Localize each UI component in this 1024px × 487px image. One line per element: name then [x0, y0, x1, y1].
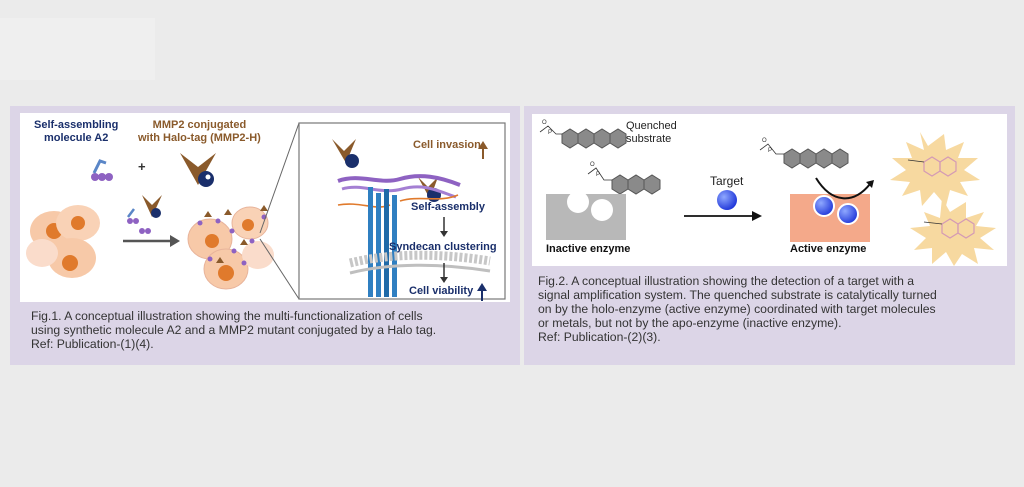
svg-text:O: O	[590, 162, 595, 168]
label-quenched-line2: substrate	[626, 133, 672, 145]
caption1-line2: using synthetic molecule A2 and a MMP2 m…	[31, 323, 437, 337]
label-a2-line1: Self-assembling	[34, 119, 119, 131]
caption1-line1: Fig.1. A conceptual illustration showing…	[31, 309, 423, 323]
caption2-line5: Ref: Publication-(2)(3).	[538, 330, 661, 344]
label-syndecan-clustering: Syndecan clustering	[389, 241, 497, 253]
figure1-panel: Self-assembling molecule A2 MMP2 conjuga…	[10, 106, 520, 365]
figure1-drawing	[26, 122, 506, 301]
caption2-line1: Fig.2. A conceptual illustration showing…	[538, 274, 915, 288]
label-active-enzyme: Active enzyme	[790, 243, 867, 255]
caption1-line3: Ref: Publication-(1)(4).	[31, 337, 154, 351]
label-inactive-enzyme: Inactive enzyme	[546, 243, 631, 255]
label-quenched-substrate: Quenched substrate	[626, 120, 677, 146]
syndecan-helix-icon	[368, 187, 397, 297]
cell-icon	[26, 205, 100, 278]
figure2-caption: Fig.2. A conceptual illustration showing…	[538, 274, 1004, 344]
caption2-line4: or metals, but not by the apo-enzyme (in…	[538, 316, 842, 330]
figure2-illustration: O P O P	[532, 114, 1007, 266]
substrate-icon: O P	[587, 162, 661, 195]
label-a2: Self-assembling molecule A2	[34, 119, 118, 145]
label-mmp2-line2: with Halo-tag (MMP2-H)	[138, 132, 261, 144]
reaction-arrow-icon	[684, 211, 762, 221]
fluorescent-product-icon-2	[910, 198, 996, 266]
target-molecule-icon	[717, 190, 737, 210]
a2-molecule-icon	[91, 159, 113, 181]
reagent-mix-icon	[127, 195, 162, 234]
label-target: Target	[710, 174, 744, 188]
label-self-assembly: Self-assembly	[411, 201, 485, 213]
label-mmp2: MMP2 conjugated with Halo-tag (MMP2-H)	[138, 119, 261, 145]
caption2-line2: signal amplification system. The quenche…	[538, 288, 937, 302]
functionalized-cell-icon	[187, 205, 274, 290]
label-cell-invasion: Cell invasion	[413, 139, 481, 151]
catalysis-arrow-icon	[815, 177, 874, 200]
caption2-line3: on by the holo-enzyme (active enzyme) co…	[538, 302, 936, 316]
label-a2-line2: molecule A2	[43, 132, 109, 144]
process-arrow-icon	[123, 235, 180, 247]
mmp2-halo-icon	[180, 153, 216, 187]
quenched-substrate-icon: O P	[539, 120, 627, 149]
figure2-panel: O P O P	[524, 106, 1015, 365]
figure2-drawing: O P O P	[539, 120, 996, 266]
active-enzyme-icon	[790, 194, 870, 242]
svg-text:P: P	[596, 172, 600, 178]
up-arrow-icon	[477, 141, 488, 301]
inactive-enzyme-icon	[546, 191, 626, 240]
cell-membrane-icon	[348, 250, 491, 275]
fluorescent-product-icon	[890, 132, 980, 206]
svg-text:P: P	[548, 130, 552, 136]
down-arrow-icon	[440, 217, 448, 283]
background-placeholder	[0, 18, 155, 80]
svg-text:O: O	[762, 138, 767, 144]
figure1-caption: Fig.1. A conceptual illustration showing…	[31, 309, 501, 351]
svg-text:O: O	[542, 120, 547, 126]
plus-sign: +	[138, 159, 146, 174]
figure1-illustration: Self-assembling molecule A2 MMP2 conjuga…	[20, 113, 510, 302]
label-mmp2-line1: MMP2 conjugated	[152, 119, 247, 131]
substrate-top-icon: O P	[759, 138, 849, 169]
label-quenched-line1: Quenched	[626, 120, 677, 132]
label-cell-viability: Cell viability	[409, 285, 474, 297]
svg-text:P: P	[768, 148, 772, 154]
